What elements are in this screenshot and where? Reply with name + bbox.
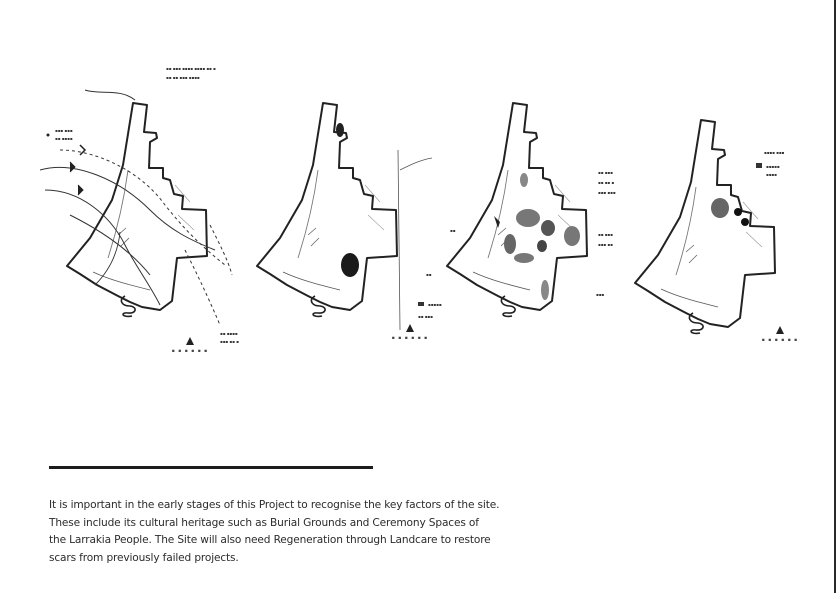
svg-text:▪▪ ▪▪▪ ▪▪▪▪ ▪▪▪▪ ▪▪ ▪: ▪▪ ▪▪▪ ▪▪▪▪ ▪▪▪▪ ▪▪ ▪ (166, 66, 216, 71)
svg-text:▪▪: ▪▪ (426, 272, 432, 277)
svg-text:▪▪▪▪▪: ▪▪▪▪▪ (766, 164, 780, 169)
site-analysis-diagrams: ▪ ▪ ▪ ▪ ▪ ▪ ▪▪▪ ▪▪▪ ▪▪ ▪▪▪▪ ▪▪ ▪▪▪ ▪▪▪▪ … (39, 66, 799, 354)
svg-text:▪▪ ▪▪▪: ▪▪ ▪▪▪ (418, 314, 433, 319)
site-analysis-regeneration: ▪▪ ▪▪▪ ▪▪ ▪▪ ▪ ▪▪▪ ▪▪▪ ▪▪ ▪▪▪ ▪▪▪ ▪▪ ▪▪▪… (426, 102, 616, 318)
page-edge (834, 0, 836, 593)
site-analysis-movement: ▪▪▪ ▪▪▪ ▪▪ ▪▪▪▪ ▪▪ ▪▪▪ ▪▪▪▪ ▪▪▪▪ ▪▪ ▪ ▪▪… (39, 66, 239, 354)
svg-text:▪▪▪▪ ▪▪▪: ▪▪▪▪ ▪▪▪ (764, 150, 785, 155)
svg-text:▪▪ ▪▪ ▪: ▪▪ ▪▪ ▪ (598, 180, 614, 185)
caption-line: It is important in the early stages of t… (49, 499, 500, 511)
site-analysis-development: ▪▪▪▪ ▪▪▪ ▪▪▪▪▪ ▪▪▪▪ (634, 119, 799, 343)
svg-text:▪▪▪: ▪▪▪ (596, 292, 604, 297)
svg-text:▪▪ ▪▪ ▪▪▪ ▪▪▪▪: ▪▪ ▪▪ ▪▪▪ ▪▪▪▪ (166, 75, 200, 80)
site-analysis-heritage: ▪▪▪▪▪ ▪▪ ▪▪▪ (256, 102, 442, 341)
svg-text:▪▪ ▪▪▪▪: ▪▪ ▪▪▪▪ (55, 136, 73, 141)
svg-text:▪▪▪ ▪▪▪: ▪▪▪ ▪▪▪ (598, 190, 616, 195)
section-divider (49, 466, 373, 469)
svg-text:▪▪: ▪▪ (450, 228, 456, 233)
svg-text:▪▪▪▪▪: ▪▪▪▪▪ (428, 302, 442, 307)
caption-line: These include its cultural heritage such… (49, 516, 479, 529)
svg-text:▪▪▪ ▪▪▪: ▪▪▪ ▪▪▪ (55, 128, 73, 133)
svg-text:▪▪▪ ▪▪: ▪▪▪ ▪▪ (598, 242, 613, 247)
svg-text:▪▪ ▪▪▪▪: ▪▪ ▪▪▪▪ (220, 331, 238, 336)
svg-text:▪▪▪▪: ▪▪▪▪ (766, 172, 777, 177)
svg-text:▪▪ ▪▪▪: ▪▪ ▪▪▪ (598, 170, 613, 175)
caption-line: the Larrakia People. The Site will also … (49, 534, 491, 546)
caption-line: scars from previously failed projects. (49, 551, 239, 564)
caption-paragraph: It is important in the early stages of t… (49, 497, 549, 567)
svg-text:▪▪▪ ▪▪ ▪: ▪▪▪ ▪▪ ▪ (220, 339, 239, 344)
svg-text:▪▪ ▪▪▪: ▪▪ ▪▪▪ (598, 232, 613, 237)
